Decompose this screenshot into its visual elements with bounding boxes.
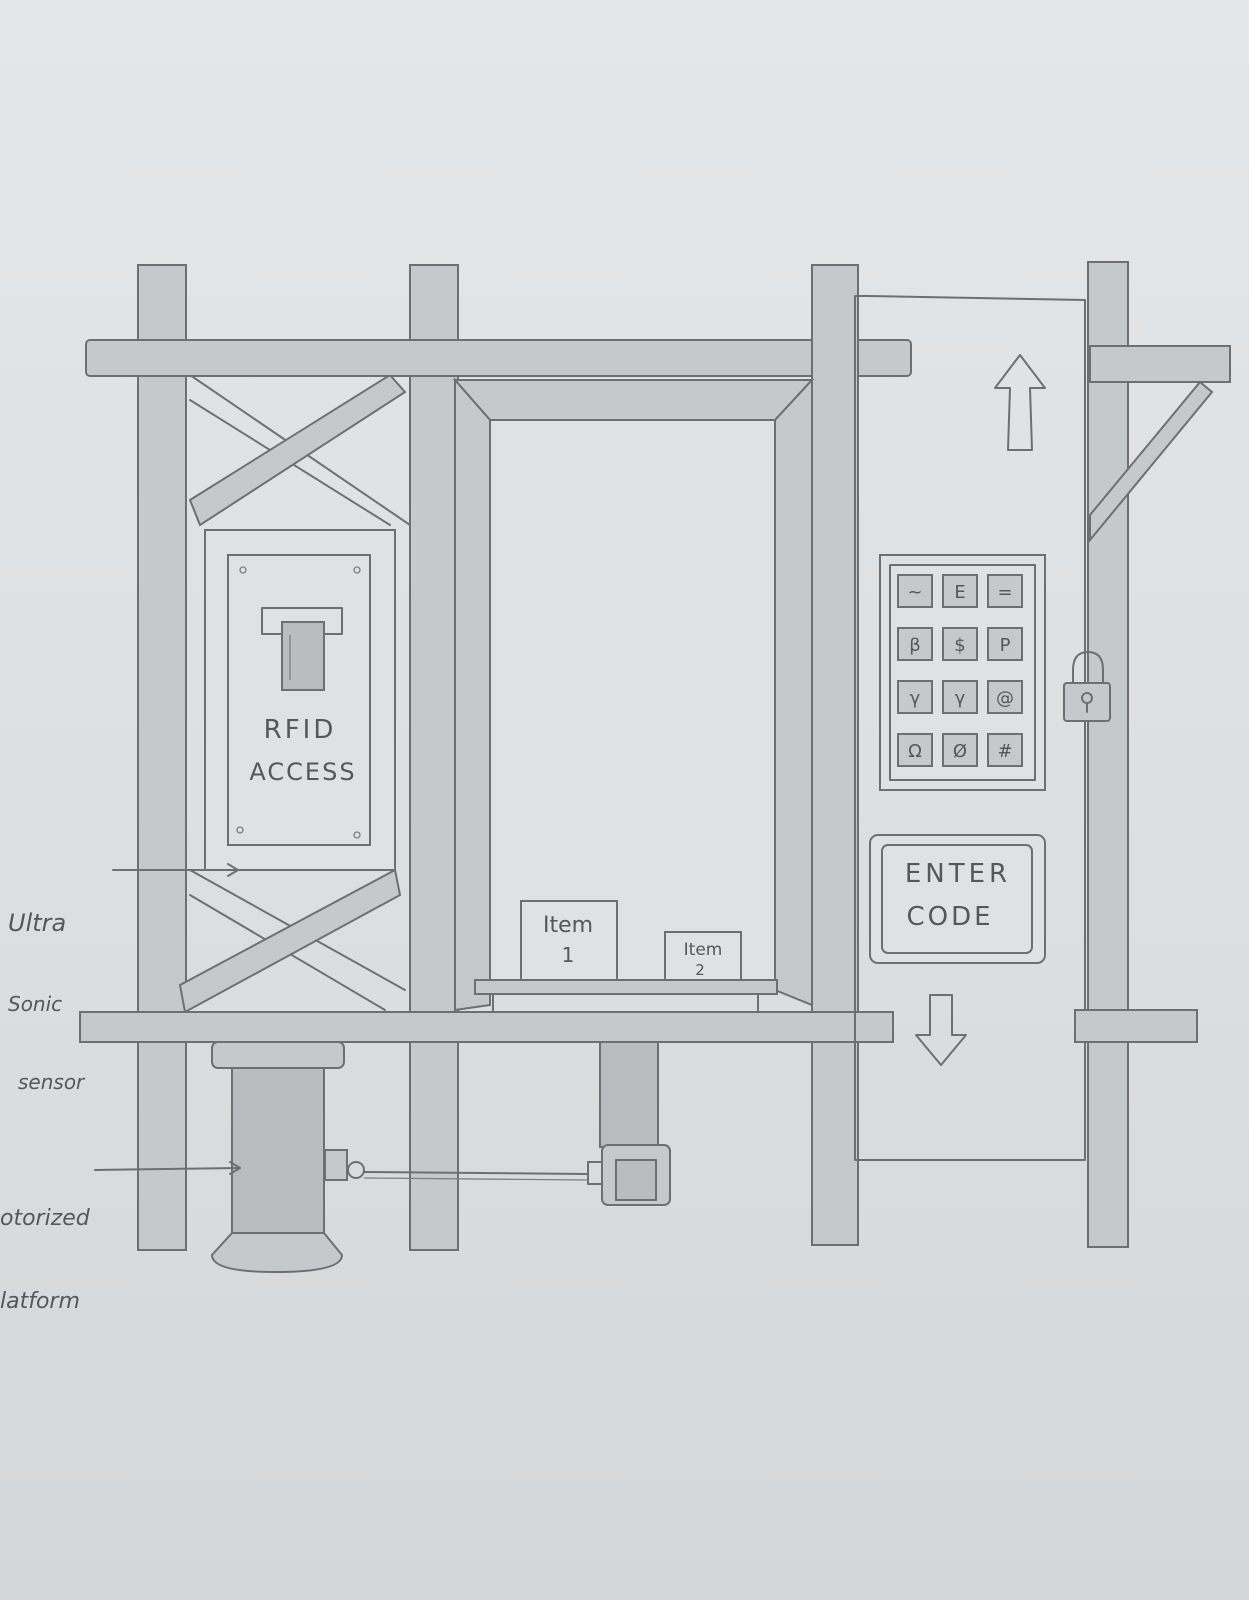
rfid-panel (228, 555, 370, 845)
middle-post (410, 265, 458, 1250)
door-post (1088, 262, 1128, 1247)
keypad-key-label: E (954, 582, 965, 603)
keypad-key-label: # (997, 741, 1012, 762)
ultrasonic-label-line2: Sonic (8, 993, 84, 1016)
right-post (812, 265, 858, 1245)
lift-actuator (588, 1042, 670, 1205)
platform-pointer (95, 1168, 240, 1170)
keypad-key-label: Ω (908, 741, 922, 762)
ultrasonic-label-line1: Ultra (8, 910, 84, 938)
keypad-key-label: @ (996, 688, 1014, 709)
keypad-key-label: β (909, 635, 921, 656)
keypad[interactable]: ~ E = β $ Pγ γ @ Ω Ø # (880, 555, 1045, 790)
item-shelf (475, 980, 777, 1014)
item-1-label: Item (543, 913, 593, 938)
bottom-beam (80, 1012, 893, 1042)
compartment-frame (455, 380, 812, 1010)
door-bottom-bracket (1075, 1010, 1197, 1042)
top-beam (86, 340, 911, 376)
rfid-label-line1: RFID (264, 715, 337, 745)
ultrasonic-label: Ultra Sonic sensor (8, 855, 84, 1122)
motorized-platform-label: otorized latform (0, 1155, 90, 1340)
left-post (138, 265, 186, 1250)
keypad-key-label: P (1000, 635, 1011, 656)
motorized-label-line2: latform (0, 1289, 90, 1314)
motorized-label-line1: otorized (0, 1206, 90, 1231)
lower-cross-brace (180, 870, 405, 1012)
rfid-label-line2: ACCESS (249, 758, 356, 786)
keypad-key-label: γ (910, 688, 921, 709)
ultrasonic-label-line3: sensor (18, 1071, 84, 1094)
up-arrow-icon (995, 355, 1045, 450)
enter-code-line1: ENTER (905, 859, 1011, 889)
down-arrow-icon (916, 995, 966, 1065)
enter-code-line2: CODE (906, 902, 993, 932)
keypad-key-label: γ (955, 688, 966, 709)
item-1-number: 1 (562, 943, 575, 967)
enter-code-panel (870, 835, 1045, 963)
item-2-number: 2 (695, 961, 705, 979)
keypad-key-label: = (997, 582, 1012, 603)
item-2-label: Item (684, 940, 723, 960)
keypad-key-label: $ (954, 635, 965, 656)
keypad-key-label: Ø (953, 741, 967, 762)
keypad-key-label: ~ (907, 582, 922, 603)
door-top-bracket (1090, 346, 1230, 382)
motor-cable (364, 1172, 588, 1174)
motorized-platform (212, 1042, 364, 1272)
upper-cross-brace (190, 375, 410, 525)
